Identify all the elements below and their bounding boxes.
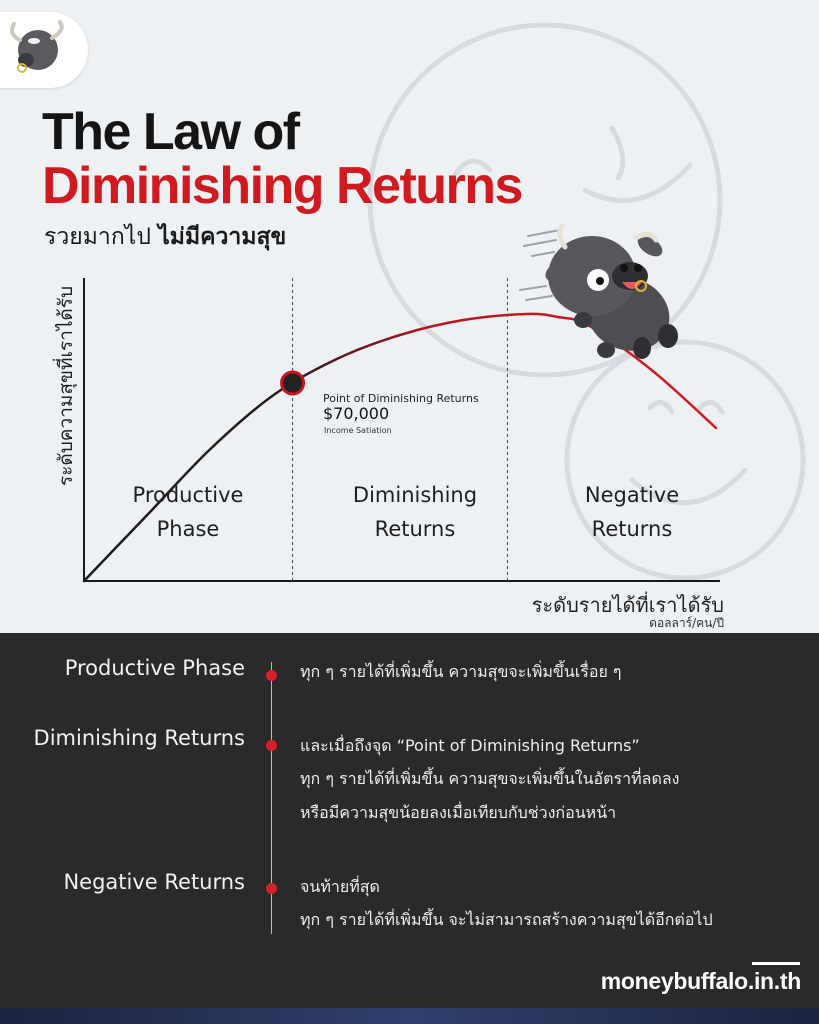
row-title-diminishing: Diminishing Returns bbox=[33, 726, 245, 750]
timeline-dot-diminishing bbox=[266, 740, 277, 751]
region-label-negative-line2: Returns bbox=[591, 517, 673, 541]
region-label-diminishing-line1: Diminishing bbox=[352, 483, 478, 507]
row-title-negative: Negative Returns bbox=[63, 870, 245, 894]
infographic-top: The Law of Diminishing Returns รวยมากไป … bbox=[0, 12, 806, 630]
region-dividers bbox=[292, 278, 508, 581]
explanation-panel bbox=[0, 633, 819, 1024]
region-label-productive-line2: Phase bbox=[156, 517, 220, 541]
chart-canvas bbox=[82, 22, 806, 583]
point-note: Income Satiation bbox=[324, 426, 392, 435]
subtitle-bold: ไม่มีความสุข bbox=[158, 224, 287, 250]
row-text-negative-2: ทุก ๆ รายได้ที่เพิ่มขึ้น จะไม่สามารถสร้า… bbox=[300, 910, 713, 929]
region-label-diminishing-line2: Returns bbox=[374, 517, 456, 541]
region-label-negative: Negative Returns bbox=[560, 478, 704, 546]
point-label: Point of Diminishing Returns bbox=[323, 392, 479, 405]
row-text-diminishing-2: ทุก ๆ รายได้ที่เพิ่มขึ้น ความสุขจะเพิ่มข… bbox=[300, 769, 680, 788]
x-axis-label: ระดับรายได้ที่เราได้รับ bbox=[531, 593, 724, 617]
point-value: $70,000 bbox=[323, 404, 390, 423]
region-label-diminishing: Diminishing Returns bbox=[337, 478, 493, 546]
logo-badge bbox=[0, 12, 88, 88]
subtitle: รวยมากไป ไม่มีความสุข bbox=[44, 222, 286, 252]
brand-underline bbox=[752, 962, 800, 965]
chart-axes bbox=[83, 278, 720, 582]
row-text-diminishing-3: หรือมีความสุขน้อยลงเมื่อเทียบกับช่วงก่อน… bbox=[300, 803, 617, 822]
diminishing-returns-point bbox=[280, 370, 306, 396]
buffalo-head-icon bbox=[10, 20, 64, 73]
region-label-productive: Productive Phase bbox=[118, 478, 258, 546]
timeline-dot-negative bbox=[266, 883, 277, 894]
falling-buffalo-mascot bbox=[519, 223, 678, 359]
title-line-2: Diminishing Returns bbox=[42, 157, 523, 215]
x-axis-unit: ดอลลาร์/คน/ปี bbox=[649, 616, 724, 630]
timeline-dot-productive bbox=[266, 670, 277, 681]
footer-strip bbox=[0, 1008, 819, 1024]
row-text-diminishing-1: และเมื่อถึงจุด “Point of Diminishing Ret… bbox=[300, 736, 640, 755]
subtitle-plain: รวยมากไป bbox=[44, 224, 151, 250]
row-text-negative-1: จนท้ายที่สุด bbox=[300, 877, 380, 896]
timeline-line bbox=[271, 662, 272, 934]
y-axis-label: ระดับความสุขที่เราได้รับ bbox=[55, 285, 77, 486]
smiley-watermark-small bbox=[564, 339, 806, 581]
title-line-1: The Law of bbox=[42, 103, 300, 161]
row-text-productive-1: ทุก ๆ รายได้ที่เพิ่มขึ้น ความสุขจะเพิ่มข… bbox=[300, 662, 622, 681]
smiley-watermark-large bbox=[367, 22, 723, 378]
brand-name: moneybuffalo.in.th bbox=[600, 968, 802, 994]
region-label-productive-line1: Productive bbox=[132, 483, 244, 507]
region-label-negative-line1: Negative bbox=[584, 483, 680, 507]
row-title-productive: Productive Phase bbox=[64, 656, 245, 680]
